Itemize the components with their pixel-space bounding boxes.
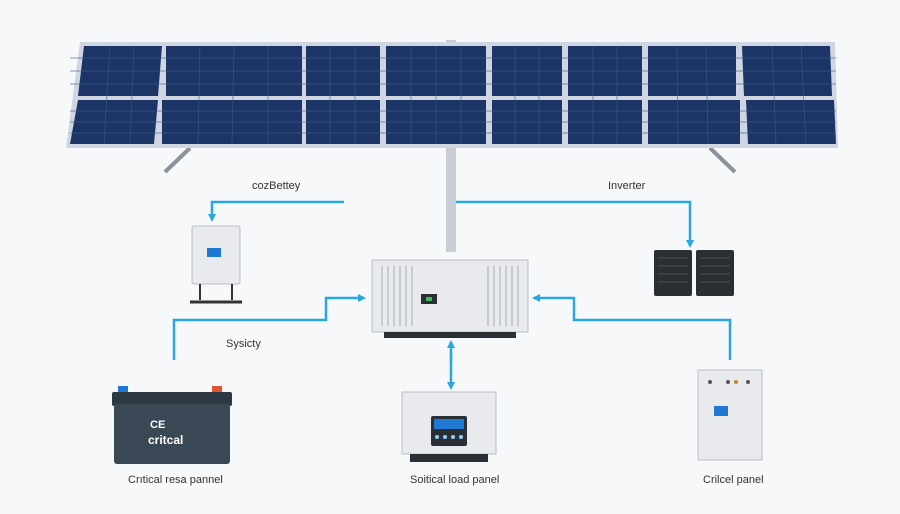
central-inverter [371, 259, 529, 338]
arrow-to-inverter [172, 294, 366, 360]
arrow-to-modules [456, 200, 694, 248]
charge-controller-screen [207, 248, 221, 257]
label-bottom-right: Crilcel panel [703, 474, 764, 486]
battery-text-line1: CE [150, 419, 165, 431]
critical-panel [697, 369, 763, 461]
panel-strut-left [163, 146, 192, 174]
battery-text-line2: critcal [148, 433, 183, 447]
arrow-to-charge-controller [208, 200, 344, 222]
label-bottom-center: Soitical load panel [410, 474, 500, 486]
arrow-from-right-panel [532, 294, 732, 360]
inverter-module [654, 250, 692, 296]
label-top-left: cozBettey [252, 180, 301, 192]
label-mid-left: Sysicty [226, 338, 261, 350]
panel-strut-right [708, 146, 737, 174]
solar-panel-array [66, 42, 838, 148]
critical-panel-screen [714, 406, 728, 416]
inverter-modules [654, 250, 734, 296]
label-top-right: Inverter [608, 180, 646, 192]
inverter-module [696, 250, 734, 296]
charge-controller [190, 225, 242, 304]
load-panel [401, 391, 497, 462]
label-bottom-left: Crıtical resa pannel [128, 474, 223, 486]
battery: CE critcal [112, 386, 232, 464]
